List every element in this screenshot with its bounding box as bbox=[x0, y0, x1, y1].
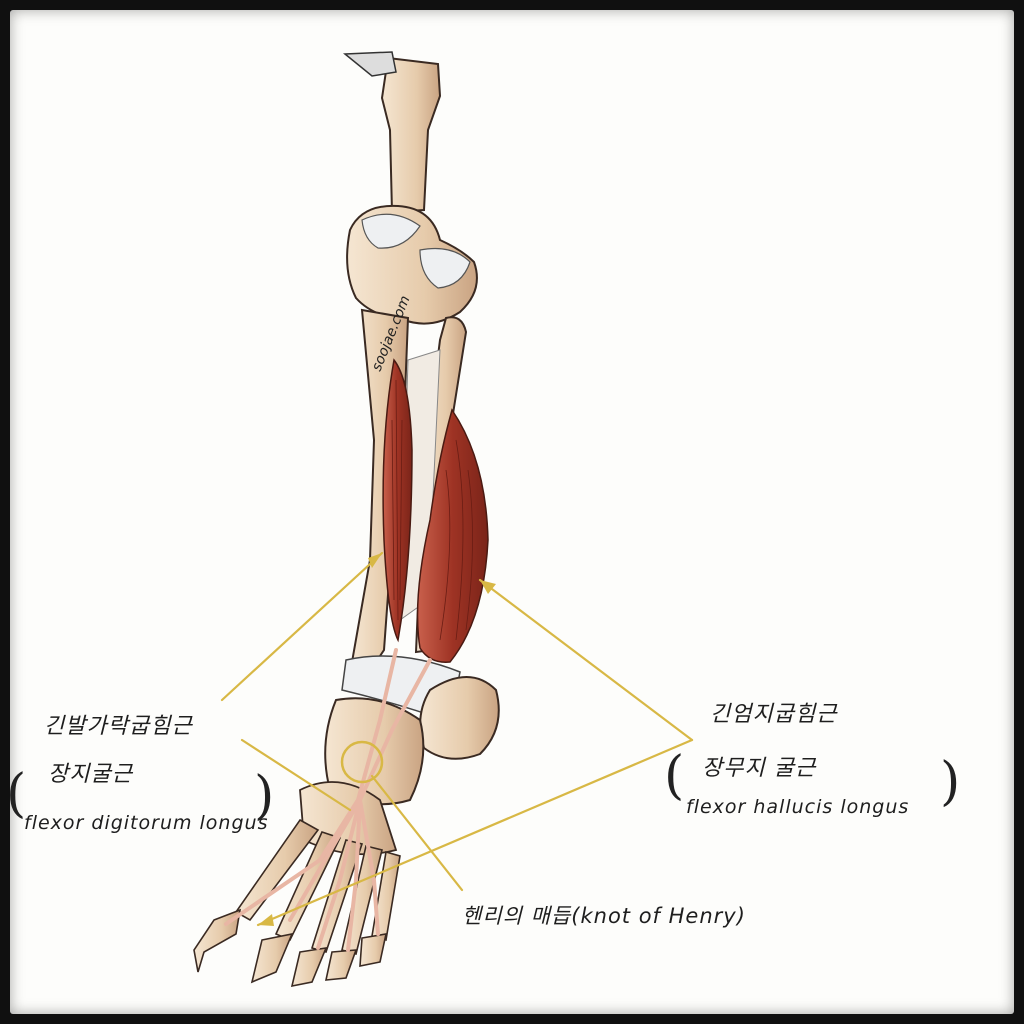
fhl-latin-label: flexor hallucis longus bbox=[686, 796, 910, 818]
flexor-tendons bbox=[224, 648, 432, 952]
paper-background bbox=[10, 10, 1014, 1014]
fdl-annotation-line-lower bbox=[240, 738, 352, 812]
midfoot-bones bbox=[299, 697, 425, 856]
annotation-arrowheads bbox=[258, 553, 496, 926]
fhl-korean-alt-label: 장무지 굴근 bbox=[702, 756, 817, 781]
fdl-latin-label: flexor digitorum longus bbox=[24, 812, 269, 834]
knot-of-henry-label: 헨리의 매듭(knot of Henry) bbox=[462, 904, 746, 928]
fdl-close-paren: ) bbox=[254, 766, 275, 826]
fhl-close-paren: ) bbox=[940, 752, 961, 812]
fdl-korean-label: 긴발가락굽힘근 bbox=[44, 714, 193, 739]
fhl-muscle-belly bbox=[416, 408, 489, 663]
fdl-muscle-belly bbox=[382, 358, 413, 643]
fdl-open-paren: ( bbox=[6, 764, 27, 824]
knee-joint bbox=[346, 204, 478, 325]
knot-annotation-line bbox=[370, 774, 464, 892]
fdl-annotation-line bbox=[220, 551, 384, 702]
fdl-korean-alt-label: 장지굴근 bbox=[48, 762, 133, 787]
fhl-annotation-line-upper bbox=[478, 578, 694, 742]
fhl-korean-label: 긴엄지굽힘근 bbox=[710, 702, 838, 727]
fhl-annotation-line-lower bbox=[256, 738, 694, 927]
femur bbox=[342, 51, 442, 214]
fhl-open-paren: ( bbox=[664, 746, 685, 806]
annotation-lines bbox=[220, 551, 694, 927]
calcaneus bbox=[419, 676, 500, 760]
knot-of-henry-marker bbox=[340, 740, 384, 784]
